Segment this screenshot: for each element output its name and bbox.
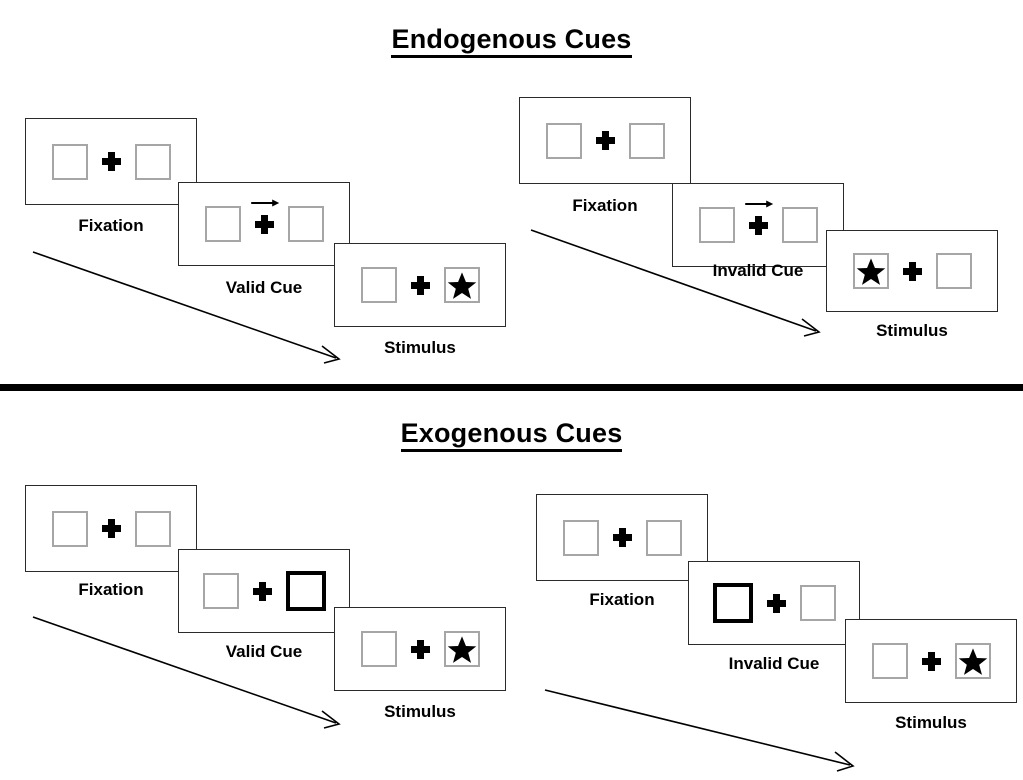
- target-box-left: [204, 206, 241, 242]
- target-box-left-cue-highlight: [712, 583, 753, 623]
- panel-label-endogenous-invalid-stimulus: Stimulus: [876, 321, 948, 340]
- fixation-cross-icon: [101, 152, 121, 171]
- target-box-right-star: [443, 267, 480, 303]
- section-title-endogenous-text: Endogenous Cues: [391, 24, 632, 58]
- panel-endogenous-valid-cue: [178, 182, 350, 266]
- target-box-left: [360, 631, 397, 667]
- section-title-exogenous: Exogenous Cues: [0, 418, 1023, 452]
- panel-exogenous-invalid-stimulus: [845, 619, 1017, 703]
- target-box-right: [935, 253, 972, 289]
- fixation-cross-icon: [745, 200, 774, 235]
- target-box-right-star: [954, 643, 991, 679]
- panel-label-endogenous-valid-fixation: Fixation: [78, 216, 144, 235]
- panel-exogenous-valid-cue: [178, 549, 350, 633]
- section-divider: [0, 384, 1023, 391]
- star-icon: [447, 271, 476, 299]
- panel-exogenous-valid-stimulus: [334, 607, 506, 691]
- panel-label-endogenous-valid-stimulus: Stimulus: [384, 338, 456, 357]
- target-box-right: [134, 143, 171, 180]
- section-title-endogenous: Endogenous Cues: [0, 24, 1023, 58]
- panel-label-exogenous-valid-fixation: Fixation: [78, 580, 144, 599]
- fixation-cross-icon: [252, 581, 272, 601]
- target-box-left: [562, 519, 599, 556]
- fixation-cross-icon: [921, 651, 941, 671]
- panel-exogenous-invalid-fixation: [536, 494, 708, 581]
- panel-label-exogenous-valid-stimulus: Stimulus: [384, 702, 456, 721]
- section-title-exogenous-text: Exogenous Cues: [400, 418, 623, 452]
- star-icon: [958, 647, 987, 675]
- arrow-right-icon: [251, 199, 280, 206]
- target-box-left: [871, 643, 908, 679]
- panel-label-exogenous-invalid-fixation: Fixation: [589, 590, 655, 609]
- panel-endogenous-valid-fixation: [25, 118, 197, 205]
- panel-endogenous-invalid-stimulus: [826, 230, 998, 312]
- target-box-right: [799, 585, 836, 621]
- panel-exogenous-invalid-cue: [688, 561, 860, 645]
- target-box-left: [51, 510, 88, 547]
- target-box-left: [360, 267, 397, 303]
- panel-exogenous-valid-fixation: [25, 485, 197, 572]
- panel-label-endogenous-valid-cue: Valid Cue: [225, 278, 303, 297]
- time-flow-arrow-exogenous-invalid: [544, 689, 855, 772]
- target-box-right: [645, 519, 682, 556]
- fixation-cross-icon: [902, 261, 922, 281]
- target-box-right-cue-highlight: [285, 571, 326, 611]
- fixation-cross-icon: [766, 593, 786, 613]
- panel-label-endogenous-invalid-fixation: Fixation: [572, 196, 638, 215]
- panel-label-exogenous-valid-cue: Valid Cue: [225, 642, 303, 661]
- fixation-cross-icon: [410, 275, 430, 295]
- fixation-cross-icon: [410, 639, 430, 659]
- fixation-cross-icon: [612, 528, 632, 547]
- fixation-cross-icon: [101, 519, 121, 538]
- target-box-right: [287, 206, 324, 242]
- target-box-left: [545, 122, 582, 159]
- panel-label-endogenous-invalid-cue: Invalid Cue: [712, 261, 804, 280]
- panel-endogenous-invalid-fixation: [519, 97, 691, 184]
- star-icon: [447, 635, 476, 663]
- star-icon: [856, 257, 885, 285]
- fixation-cross-icon: [595, 131, 615, 150]
- panel-endogenous-invalid-cue: [672, 183, 844, 267]
- target-box-right: [781, 207, 818, 243]
- fixation-cross-icon: [251, 199, 280, 234]
- panel-label-exogenous-invalid-stimulus: Stimulus: [895, 713, 967, 732]
- arrow-right-icon: [745, 200, 774, 207]
- target-box-left: [698, 207, 735, 243]
- target-box-left-star: [852, 253, 889, 289]
- panel-label-exogenous-invalid-cue: Invalid Cue: [728, 654, 820, 673]
- target-box-left: [202, 573, 239, 609]
- target-box-left: [51, 143, 88, 180]
- target-box-right: [628, 122, 665, 159]
- panel-endogenous-valid-stimulus: [334, 243, 506, 327]
- target-box-right: [134, 510, 171, 547]
- target-box-right-star: [443, 631, 480, 667]
